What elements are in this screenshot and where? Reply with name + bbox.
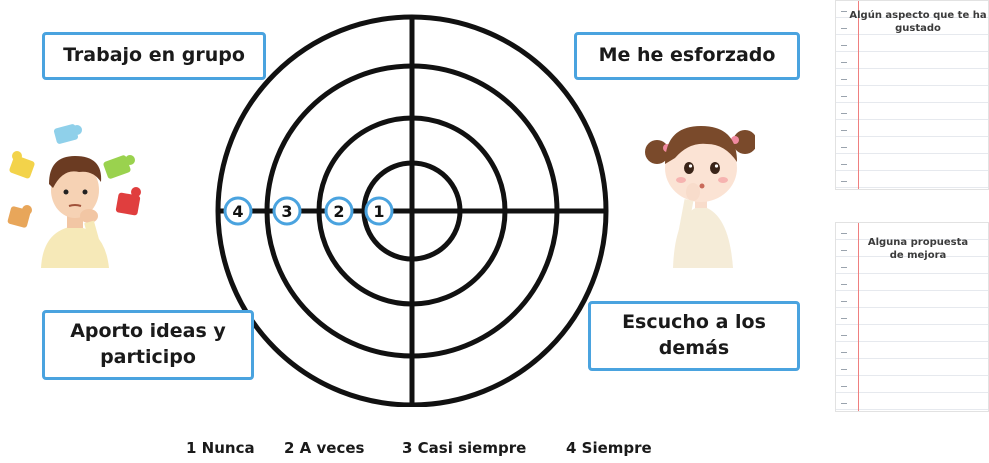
legend-item-2: 2 A veces <box>284 439 365 457</box>
puzzle-piece-icon <box>53 124 82 144</box>
svg-text:3: 3 <box>281 202 292 221</box>
note-card-proposal: Alguna propuesta de mejora <box>835 222 989 412</box>
legend-item-1: 1 Nunca <box>186 439 255 457</box>
label-escucho-a-los-demas: Escucho a los demás <box>588 301 800 371</box>
scale-marker-4: 4 <box>223 196 253 226</box>
scale-marker-2: 2 <box>324 196 354 226</box>
note-title-liked: Algún aspecto que te ha gustado <box>849 10 987 34</box>
puzzle-piece-icon <box>103 155 135 179</box>
scale-marker-3: 3 <box>272 196 302 226</box>
svg-text:1: 1 <box>373 202 384 221</box>
legend-item-3: 3 Casi siempre <box>402 439 527 457</box>
puzzle-piece-icon <box>9 151 35 179</box>
puzzle-piece-icon <box>115 187 141 216</box>
label-me-he-esforzado: Me he esforzado <box>574 32 800 80</box>
svg-text:2: 2 <box>333 202 344 221</box>
thinking-boy-icon <box>7 124 141 268</box>
label-trabajo-en-grupo: Trabajo en grupo <box>42 32 266 80</box>
svg-text:4: 4 <box>232 202 243 221</box>
thinking-girl-icon <box>645 126 755 268</box>
label-aporto-ideas: Aporto ideas y participo <box>42 310 254 380</box>
note-card-liked: Algún aspecto que te ha gustado <box>835 0 989 190</box>
legend-item-4: 4 Siempre <box>566 439 652 457</box>
puzzle-piece-icon <box>7 205 32 228</box>
target-diagram: 4 3 2 1 <box>215 14 609 407</box>
scale-marker-1: 1 <box>364 196 394 226</box>
note-title-proposal: Alguna propuesta de mejora <box>867 237 969 261</box>
